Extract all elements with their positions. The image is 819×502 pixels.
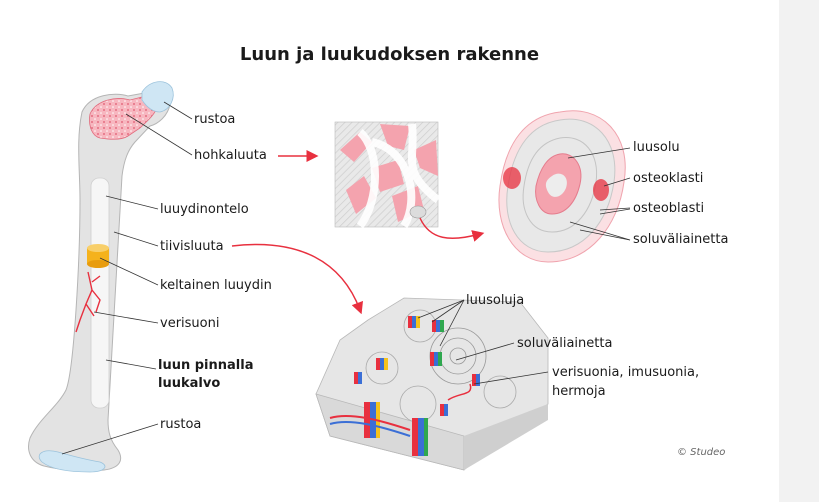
osteoclast-left — [503, 167, 521, 189]
label-luukalvo-line2: luukalvo — [158, 376, 221, 391]
cartilage-bottom — [38, 450, 106, 473]
block-leader-lines — [417, 299, 549, 385]
label-osteoblasti: osteoblasti — [633, 201, 705, 216]
spongy-bone — [89, 94, 159, 140]
yellow-marrow — [87, 244, 109, 268]
label-rustoa-bottom: rustoa — [160, 417, 202, 432]
label-hohkaluuta: hohkaluuta — [194, 148, 267, 163]
label-tiivisluuta: tiivisluuta — [160, 239, 224, 254]
right-sidebar — [779, 0, 819, 502]
label-soluvaliainetta-top: soluväliainetta — [633, 232, 729, 247]
compact-bone-block — [315, 297, 549, 471]
label-luukalvo-line1: luun pinnalla — [158, 358, 254, 373]
label-soluvaliainetta-block: soluväliainetta — [517, 336, 613, 351]
vessel-bundles — [329, 316, 480, 456]
osteon-cross-section — [498, 110, 626, 263]
label-osteoklasti: osteoklasti — [633, 171, 704, 186]
bone-leader-lines — [61, 101, 193, 455]
label-rustoa-top: rustoa — [194, 112, 236, 127]
spongy-bone-zoom — [334, 121, 441, 229]
label-luuydinontelo: luuydinontelo — [160, 202, 249, 217]
label-verisuonia-line2: hermoja — [552, 384, 606, 399]
copyright-notice: © Studeo — [677, 447, 726, 458]
label-verisuonia-line1: verisuonia, imusuonia, — [552, 365, 700, 380]
blood-vessel — [75, 271, 101, 333]
label-luusoluja: luusoluja — [466, 293, 525, 308]
label-keltainen-luuydin: keltainen luuydin — [160, 278, 272, 293]
femur-bone — [28, 81, 174, 473]
osteon-leader-lines — [567, 147, 631, 241]
bone-diagram-illustration — [28, 81, 631, 473]
diagram-title: Luun ja luukudoksen rakenne — [239, 44, 540, 65]
label-luusolu: luusolu — [633, 140, 680, 155]
osteoclast-right — [593, 179, 609, 201]
cartilage-top — [141, 81, 174, 113]
arrow-to-osteon — [419, 217, 485, 242]
label-verisuoni: verisuoni — [160, 316, 220, 331]
arrow-to-compact-bone — [231, 243, 363, 315]
